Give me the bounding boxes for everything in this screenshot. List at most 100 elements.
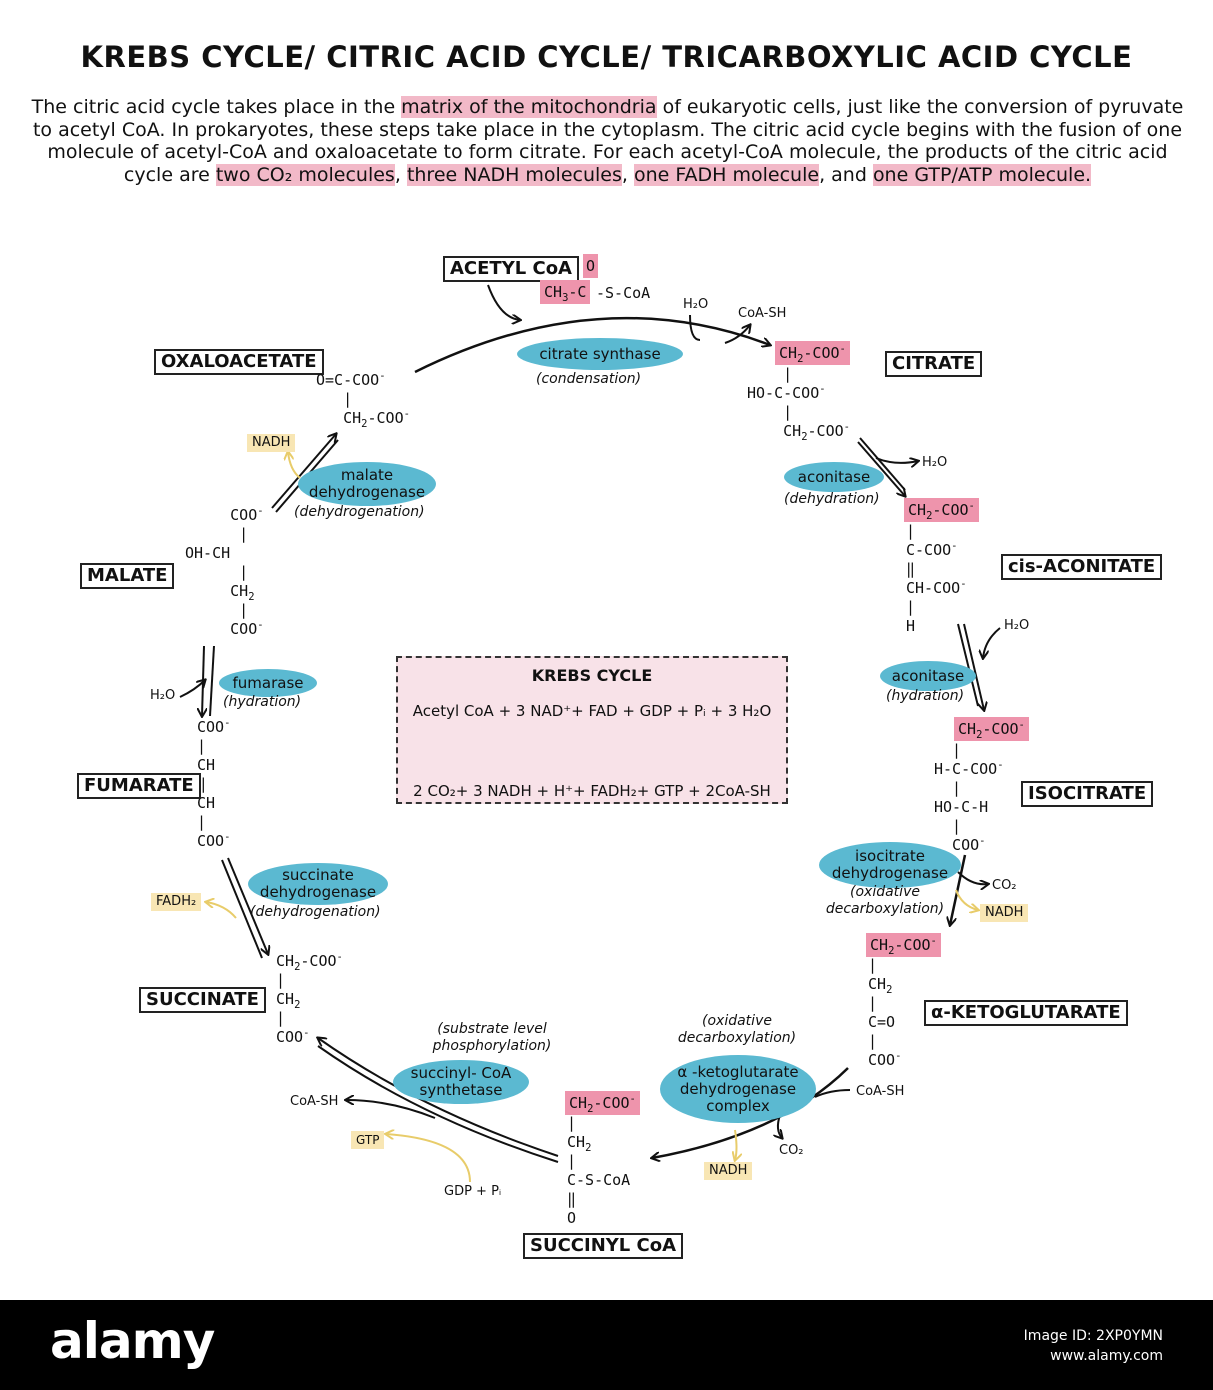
watermark-footer: alamy Image ID: 2XP0YMN www.alamy.com bbox=[0, 1300, 1213, 1390]
byproduct-gdp-pi: GDP + Pᵢ bbox=[444, 1184, 502, 1199]
arrow-h2o-aconitate-out bbox=[875, 458, 918, 463]
label-acetyl-coa: ACETYL CoA bbox=[443, 256, 579, 282]
enzyme-isocitrate-dehydrogenase: isocitrate dehydrogenase bbox=[819, 842, 961, 888]
intro-highlight-co2: two CO₂ molecules bbox=[215, 163, 395, 186]
byproduct-nadh-malate: NADH bbox=[247, 434, 296, 452]
label-cis-aconitate: cis-ACONITATE bbox=[1001, 554, 1163, 580]
cisaconitate-structure: | C-COO- ‖ CH-COO- | H bbox=[906, 522, 967, 635]
byproduct-h2o-isocitrate: H₂O bbox=[1004, 618, 1030, 633]
process-condensation: (condensation) bbox=[536, 371, 642, 387]
intro-highlight-nadh: three NADH molecules bbox=[406, 163, 622, 186]
arrow-fadh2 bbox=[206, 902, 237, 919]
enzyme-malate-dehydrogenase: malate dehydrogenase bbox=[298, 462, 436, 506]
process-hydration-1: (hydration) bbox=[886, 688, 965, 704]
arrow-isocitrate-akg bbox=[950, 854, 967, 925]
arrow-akg-succinyl bbox=[652, 1067, 849, 1158]
fumarate-structure: COO- | CH ‖ CH | COO- bbox=[197, 717, 231, 850]
label-malate: MALATE bbox=[80, 563, 175, 589]
process-hydration-2: (hydration) bbox=[223, 694, 302, 710]
enzyme-aconitase-2: aconitase bbox=[880, 661, 976, 691]
akg-structure: | CH2 | C=O | COO- bbox=[868, 956, 902, 1069]
citrate-ch2-highlight: CH2-COO- bbox=[775, 341, 850, 365]
intro-text-3: , bbox=[394, 163, 407, 186]
cisaconitate-ch2-highlight: CH2-COO- bbox=[904, 498, 979, 522]
process-substrate-level: (substrate level phosphorylation) bbox=[432, 1021, 552, 1054]
summary-products: 2 CO₂+ 3 NADH + H⁺+ FADH₂+ GTP + 2CoA-SH bbox=[413, 782, 771, 800]
isocitrate-ch2-highlight: CH2-COO- bbox=[954, 717, 1029, 741]
page-title: KREBS CYCLE/ CITRIC ACID CYCLE/ TRICARBO… bbox=[80, 40, 1133, 74]
succinate-structure: CH2-COO- | CH2 | COO- bbox=[276, 951, 343, 1046]
byproduct-h2o-fumarate: H₂O bbox=[150, 688, 176, 703]
arrow-gdp-gtp bbox=[386, 1134, 471, 1183]
enzyme-aconitase-1: aconitase bbox=[784, 462, 884, 492]
enzyme-succinyl-coa-synthetase: succinyl- CoA synthetase bbox=[393, 1060, 529, 1104]
intro-text-1: The citric acid cycle takes place in the bbox=[31, 96, 402, 118]
isocitrate-structure: | H-C-COO- | HO-C-H | COO- bbox=[934, 741, 1004, 854]
cycle-arrows bbox=[179, 284, 1001, 1183]
summary-title: KREBS CYCLE bbox=[531, 666, 653, 685]
byproduct-nadh-akg: NADH bbox=[704, 1162, 753, 1180]
acetyl-scoa: -S-CoA bbox=[596, 284, 651, 302]
arrow-co2-akg bbox=[778, 1114, 782, 1138]
arrow-nadh-malate bbox=[288, 452, 301, 479]
summary-equation-box: KREBS CYCLE Acetyl CoA + 3 NAD⁺+ FAD + G… bbox=[396, 656, 788, 804]
byproduct-nadh-isocitrate: NADH bbox=[980, 904, 1029, 922]
process-dehydrogenation-2: (dehydrogenation) bbox=[294, 504, 425, 520]
intro-highlight-matrix: matrix of the mitochondria bbox=[401, 96, 657, 118]
label-oxaloacetate: OXALOACETATE bbox=[154, 349, 324, 375]
label-a-ketoglutarate: α-KETOGLUTARATE bbox=[924, 1000, 1128, 1026]
arrow-succinate-fumarate bbox=[221, 859, 263, 959]
intro-paragraph: The citric acid cycle takes place in the… bbox=[30, 96, 1185, 186]
intro-highlight-gtp: one GTP/ATP molecule. bbox=[872, 163, 1092, 186]
arrow-h2o-isocitrate-in bbox=[983, 627, 1001, 658]
intro-highlight-fadh: one FADH molecule bbox=[633, 163, 820, 186]
oxaloacetate-structure: O=C-COO- | CH2-COO- bbox=[316, 370, 410, 430]
arrow-malate-oxaloacetate bbox=[271, 434, 336, 509]
process-oxidative-decarboxylation-1: (oxidative decarboxylation) bbox=[825, 884, 945, 917]
intro-text-2: of eukaryotic cells, just like the conve… bbox=[32, 96, 1184, 186]
intro-text-4: , bbox=[621, 163, 634, 186]
label-succinyl-coa: SUCCINYL CoA bbox=[523, 1233, 684, 1259]
footer-site: www.alamy.com bbox=[1050, 1348, 1163, 1364]
arrow-coash-succinyl bbox=[346, 1100, 436, 1119]
enzyme-citrate-synthase: citrate synthase bbox=[517, 338, 683, 370]
process-oxidative-decarboxylation-2: (oxidative decarboxylation) bbox=[677, 1013, 797, 1046]
arrow-nadh-akg bbox=[735, 1129, 737, 1160]
krebs-cycle-diagram: KREBS CYCLE/ CITRIC ACID CYCLE/ TRICARBO… bbox=[30, 40, 1185, 1259]
byproduct-coash-akg: CoA-SH bbox=[856, 1084, 905, 1099]
byproduct-coash-succinyl: CoA-SH bbox=[290, 1094, 339, 1109]
byproduct-gtp: GTP bbox=[351, 1131, 385, 1149]
footer-image-id: Image ID: 2XP0YMN bbox=[1023, 1328, 1163, 1344]
arrow-fumarate-malate bbox=[209, 645, 215, 717]
arrow-oxaloacetate-citrate bbox=[414, 316, 770, 374]
arrow-acetyl-in bbox=[487, 284, 520, 320]
alamy-logo: alamy bbox=[50, 1312, 215, 1370]
acetyl-carbonyl-o: O bbox=[583, 254, 599, 278]
label-citrate: CITRATE bbox=[885, 351, 983, 377]
byproduct-h2o-citrate: H₂O bbox=[683, 297, 709, 312]
label-succinate: SUCCINATE bbox=[139, 987, 266, 1013]
label-isocitrate: ISOCITRATE bbox=[1021, 781, 1154, 807]
label-fumarate: FUMARATE bbox=[77, 773, 201, 799]
succinyl-ch2-highlight: CH2-COO- bbox=[565, 1091, 640, 1115]
byproduct-h2o-aconitate: H₂O bbox=[922, 455, 948, 470]
arrow-succinyl-succinate bbox=[318, 1038, 559, 1157]
byproduct-co2-isocitrate: CO₂ bbox=[992, 878, 1017, 893]
akg-ch2-highlight: CH2-COO- bbox=[866, 933, 941, 957]
intro-text-5: , and bbox=[819, 163, 873, 186]
succinyl-structure: | CH2 | C-S-CoA ‖ O bbox=[567, 1114, 631, 1227]
footer-info: Image ID: 2XP0YMN www.alamy.com bbox=[1024, 1326, 1163, 1366]
byproduct-coash-citrate: CoA-SH bbox=[738, 306, 787, 321]
enzyme-fumarase: fumarase bbox=[219, 669, 317, 697]
process-dehydrogenation-1: (dehydrogenation) bbox=[250, 904, 381, 920]
byproduct-co2-akg: CO₂ bbox=[779, 1143, 804, 1158]
malate-structure: COO- | OH-CH | CH2 | COO- bbox=[185, 505, 264, 638]
arrow-h2o-citrate bbox=[689, 314, 701, 341]
byproduct-fadh2: FADH₂ bbox=[151, 893, 202, 911]
enzyme-akg-dehydrogenase: α -ketoglutarate dehydrogenase complex bbox=[660, 1055, 816, 1123]
arrow-citrate-cisaconitate bbox=[857, 441, 905, 496]
arrow-co2-isocitrate bbox=[957, 871, 988, 884]
arrow-nadh-isocitrate bbox=[955, 889, 978, 910]
summary-reactants: Acetyl CoA + 3 NAD⁺+ FAD + GDP + Pᵢ + 3 … bbox=[412, 702, 772, 720]
arrow-cisaconitate-isocitrate bbox=[963, 623, 984, 710]
